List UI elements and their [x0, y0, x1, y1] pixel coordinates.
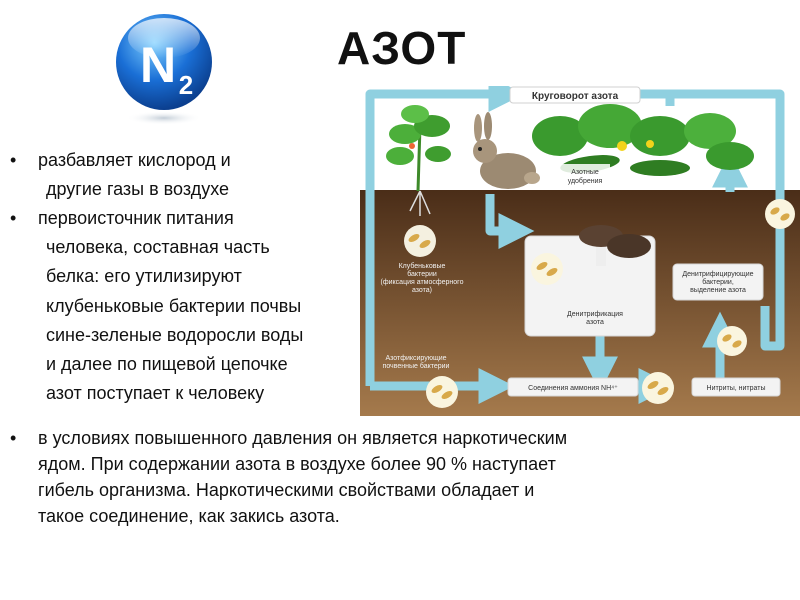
bacteria-icon — [765, 199, 795, 229]
svg-text:Соединения аммония NH⁴⁺: Соединения аммония NH⁴⁺ — [528, 385, 618, 392]
denitrifying-bacteria-box: Денитрифицирующие бактерии, выделение аз… — [672, 263, 764, 301]
nitrogen-cycle-diagram: Круговорот азота Азотные удобрения — [360, 86, 800, 416]
svg-text:бактерии,: бактерии, — [702, 278, 734, 286]
bacteria-icon — [717, 326, 747, 356]
svg-text:Нитриты, нитраты: Нитриты, нитраты — [707, 385, 766, 392]
fixing-soil-bacteria-label: Азотфиксирующие почвенные бактерии — [383, 355, 450, 370]
svg-text:азота: азота — [586, 319, 604, 326]
mushroom-icon — [579, 225, 651, 281]
svg-text:почвенные бактерии: почвенные бактерии — [383, 362, 450, 370]
rabbit-icon — [473, 112, 540, 189]
bullet-2-line-3: белка: его утилизируют — [46, 266, 242, 286]
nodule-bacteria-label: Клубеньковые бактерии (фиксация атмосфер… — [381, 262, 464, 294]
svg-text:Денитрификация: Денитрификация — [567, 311, 623, 318]
svg-text:Азотные: Азотные — [571, 169, 599, 176]
svg-text:(фиксация атмосферного: (фиксация атмосферного — [381, 279, 464, 286]
page-title: АЗОТ — [337, 22, 467, 74]
svg-text:выделение азота: выделение азота — [690, 287, 746, 294]
bullet-2-line-4: клубеньковые бактерии почвы — [46, 296, 302, 316]
fertilizer-label: Азотные удобрения — [560, 164, 610, 186]
badge-subscript: 2 — [179, 70, 193, 100]
bullet-dot: • — [10, 150, 17, 170]
diagram-title: Круговорот азота — [532, 91, 619, 102]
svg-text:бактерии: бактерии — [407, 270, 437, 278]
bacteria-icon — [642, 372, 674, 404]
bullet-dot: • — [10, 208, 17, 228]
bullet-3-line-3: гибель организма. Наркотическими свойств… — [38, 480, 535, 500]
bullet-2-line-6: и далее по пищевой цепочке — [46, 354, 288, 374]
bullet-2-line-5: сине-зеленые водоросли воды — [46, 325, 304, 345]
bacteria-icon — [404, 225, 436, 257]
bullet-3-line-2: ядом. При содержании азота в воздухе бол… — [38, 454, 556, 474]
bullet-2-line-2: человека, составная часть — [46, 237, 270, 257]
cucumber-plant-icon — [532, 104, 754, 176]
bullet-2-line-1: первоисточник питания — [38, 208, 234, 228]
n2-sphere-icon: N 2 — [116, 14, 212, 125]
bullet-1-line-2: другие газы в воздухе — [46, 179, 230, 199]
svg-text:Клубеньковые: Клубеньковые — [399, 262, 446, 270]
svg-text:Азотфиксирующие: Азотфиксирующие — [385, 355, 446, 362]
bacteria-icon — [426, 376, 458, 408]
svg-text:Денитрифицирующие: Денитрифицирующие — [682, 271, 753, 278]
nitrites-box: Нитриты, нитраты — [691, 377, 781, 397]
svg-text:азота): азота) — [412, 287, 432, 294]
svg-text:удобрения: удобрения — [568, 177, 603, 185]
badge-letter: N — [140, 37, 176, 93]
ammonium-box: Соединения аммония NH⁴⁺ — [507, 377, 639, 397]
plant-icon — [386, 105, 451, 216]
bullet-2-line-7: азот поступает к человеку — [46, 383, 265, 403]
bullet-dot: • — [10, 428, 17, 448]
bullet-1-line-1: разбавляет кислород и — [38, 150, 231, 170]
bullet-3-line-4: такое соединение, как закись азота. — [38, 506, 340, 526]
bullet-3-line-1: в условиях повышенного давления он являе… — [38, 428, 568, 448]
